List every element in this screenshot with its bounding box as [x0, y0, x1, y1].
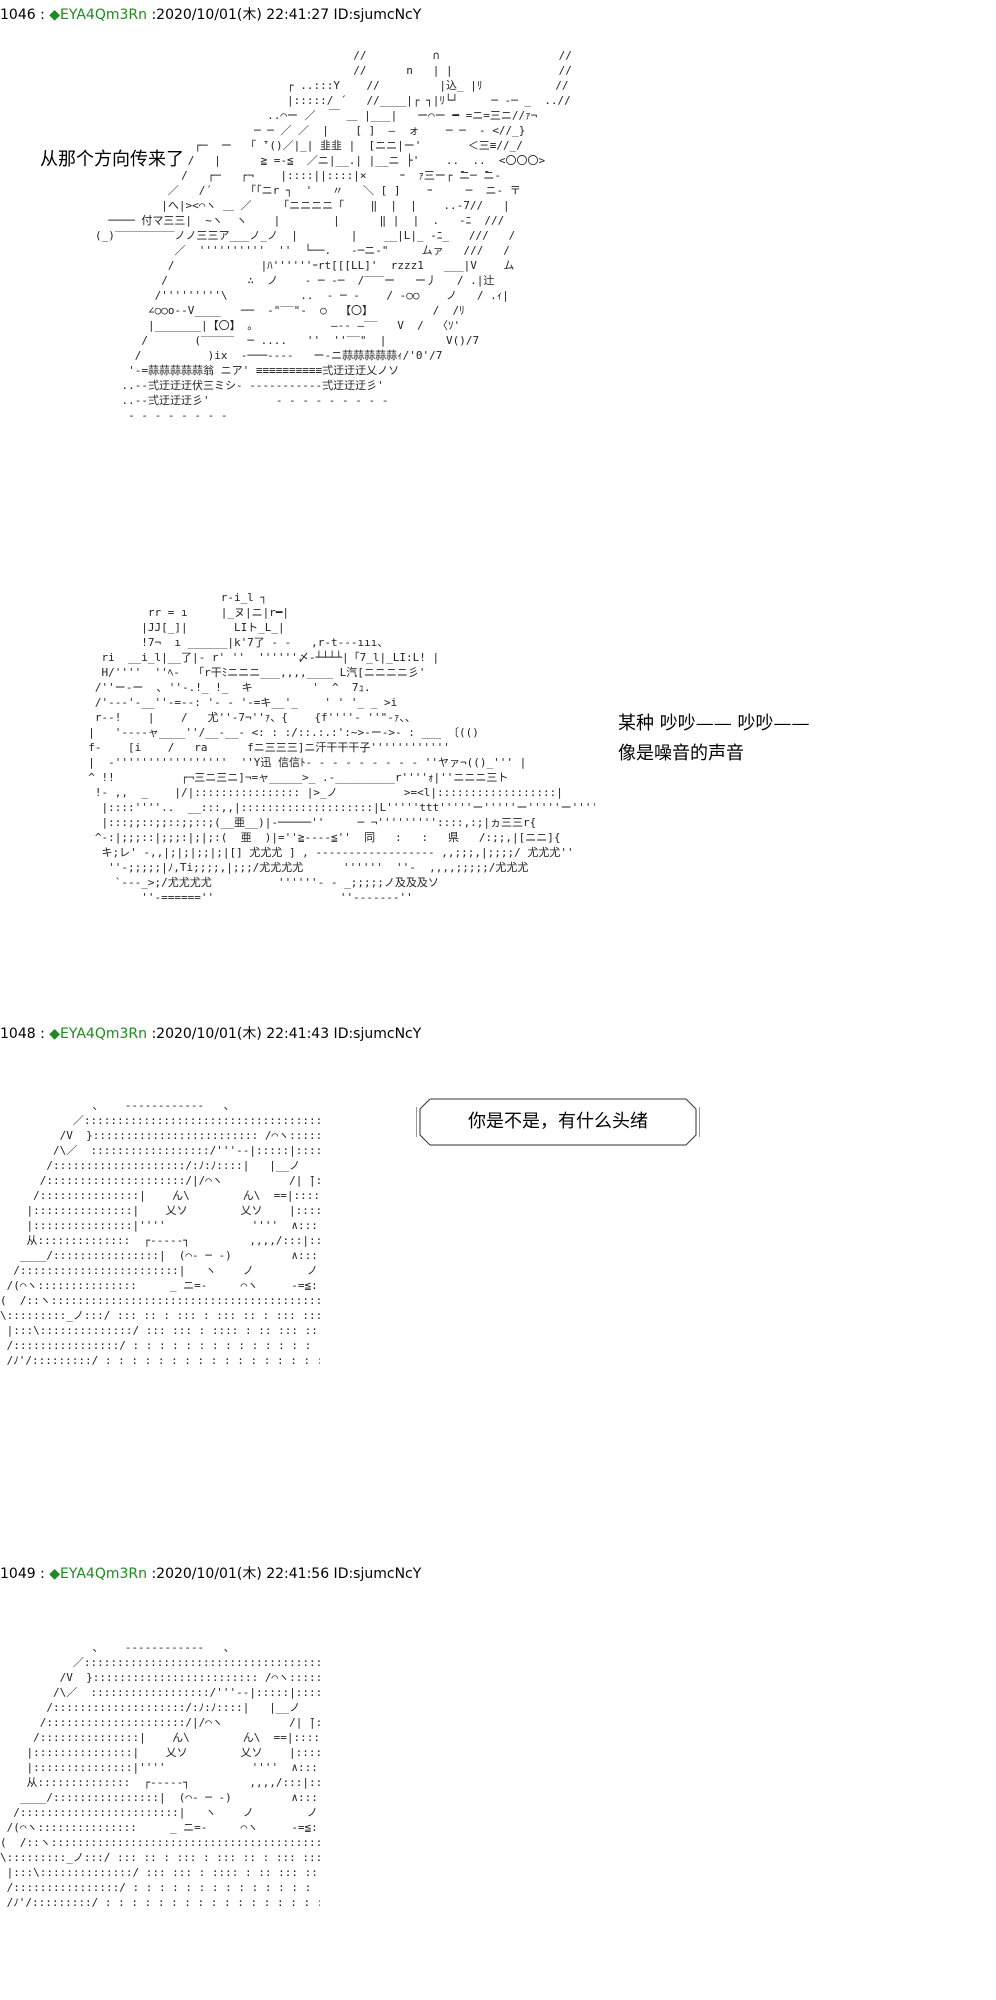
post-separator: :	[35, 7, 50, 23]
post-header-1049: 1049 : ◆EYA4Qm3Rn :2020/10/01(木) 22:41:5…	[0, 1565, 421, 1583]
character-ascii-art-2: ､ ‐‐‐‐‐‐‐‐‐‐‐‐ ､ ／::::::::::::::::::::::…	[0, 1641, 320, 1909]
speech-bubble: 你是不是，有什么头绪	[416, 1095, 700, 1149]
poster-trip[interactable]: ◆EYA4Qm3Rn	[49, 1026, 147, 1042]
poster-trip[interactable]: ◆EYA4Qm3Rn	[49, 1566, 147, 1582]
sound-caption-line1: 某种 吵吵—— 吵吵——	[618, 713, 810, 734]
post-header-1048: 1048 : ◆EYA4Qm3Rn :2020/10/01(木) 22:41:4…	[0, 1025, 421, 1043]
post-header-1046: 1046 : ◆EYA4Qm3Rn :2020/10/01(木) 22:41:2…	[0, 6, 421, 24]
battleship-ascii-art: // ∩ // // n | | // ┌ ..:::Y // |込_ |ﾘ /…	[95, 49, 572, 422]
character-ascii-art-1: ､ ‐‐‐‐‐‐‐‐‐‐‐‐ ､ ／::::::::::::::::::::::…	[0, 1099, 320, 1367]
post-meta: :2020/10/01(木) 22:41:43 ID:sjumcNcY	[147, 1026, 422, 1042]
tank-ascii-art: r-i_l ┐ rr = ı |_ヌ|ニ|r━| |JJ[_]| LIト_L_|…	[88, 591, 595, 904]
post-separator: :	[35, 1026, 50, 1042]
direction-caption: 从那个方向传来了	[40, 149, 184, 170]
speech-bubble-frame	[416, 1098, 700, 1146]
speech-bubble-text: 你是不是，有什么头绪	[468, 1111, 648, 1132]
poster-trip[interactable]: ◆EYA4Qm3Rn	[49, 7, 147, 23]
post-number: 1048	[0, 1026, 36, 1042]
sound-caption-line2: 像是噪音的声音	[618, 743, 744, 764]
post-number: 1046	[0, 7, 36, 23]
post-number: 1049	[0, 1566, 36, 1582]
post-meta: :2020/10/01(木) 22:41:27 ID:sjumcNcY	[147, 7, 422, 23]
post-separator: :	[35, 1566, 50, 1582]
post-meta: :2020/10/01(木) 22:41:56 ID:sjumcNcY	[147, 1566, 422, 1582]
